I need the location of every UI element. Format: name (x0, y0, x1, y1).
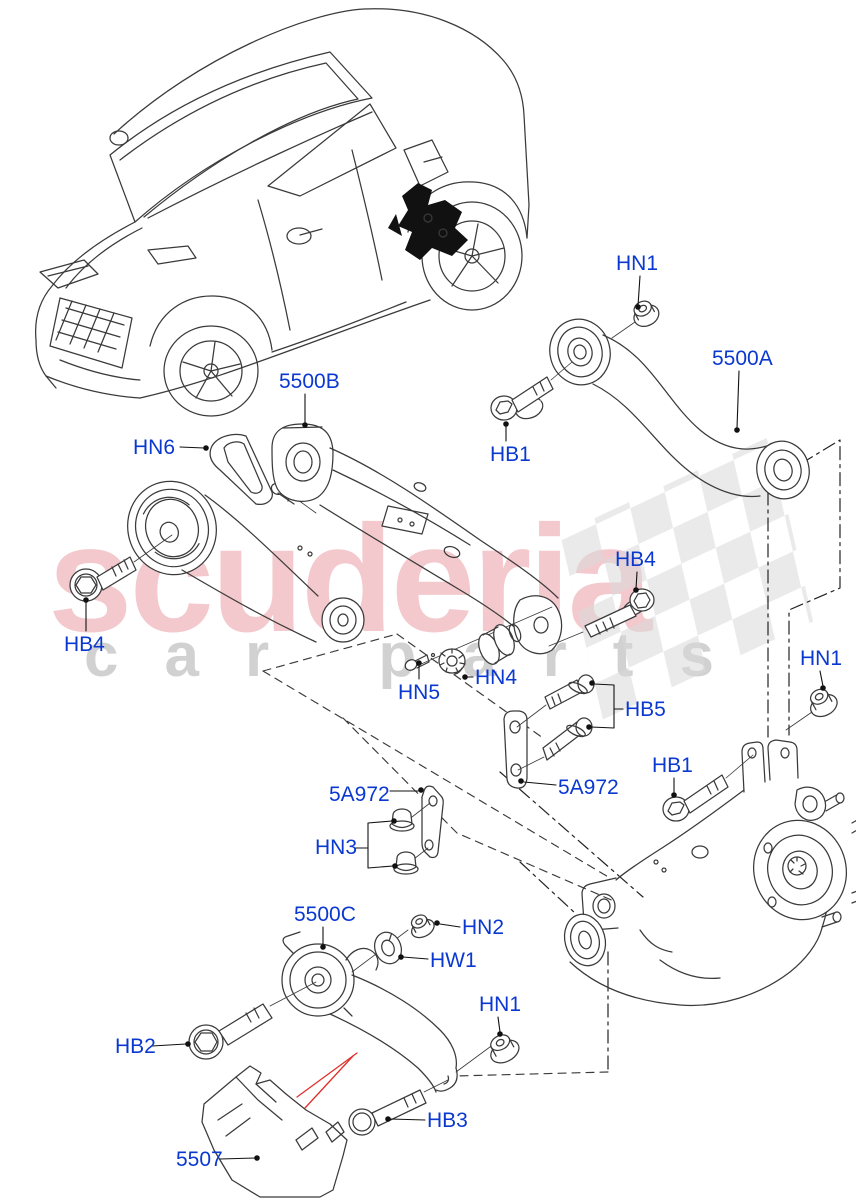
part-label-hn3: HN3 (315, 836, 358, 859)
nut-hn2 (410, 914, 435, 939)
part-label-hn1-bottom: HN1 (479, 993, 522, 1016)
heat-shield-5507 (201, 1065, 348, 1198)
part-label-5a972-left: 5A972 (329, 783, 390, 806)
part-label-hb5: HB5 (625, 698, 666, 721)
lower-arm-5500c (281, 929, 495, 1093)
stud-hn5 (404, 652, 436, 671)
bolt-hb3 (348, 1079, 449, 1136)
part-label-hn1-top: HN1 (616, 252, 659, 275)
nut-hn3-upper (389, 808, 415, 832)
alignment-chain-lines (454, 439, 841, 1077)
vehicle-suspension-location-marker (388, 183, 468, 260)
part-label-5500a: 5500A (712, 347, 773, 370)
alignment-dashed-lines (262, 633, 617, 903)
bolt-hb2 (188, 981, 317, 1060)
wheel-studs (821, 792, 856, 928)
callout-leader-lines (83, 275, 826, 1161)
part-label-5500c: 5500C (294, 903, 356, 926)
nut-hn1-bottom (490, 1034, 520, 1064)
bolt-hb1-top (490, 361, 573, 421)
part-label-hn2: HN2 (462, 916, 505, 939)
bolt-hb4-left (69, 534, 173, 602)
nut-hn1-right (785, 688, 838, 731)
upper-control-arm-5500a (514, 318, 810, 500)
rear-knuckle-hub-assembly (563, 739, 856, 1007)
part-label-hb4-left: HB4 (64, 633, 105, 656)
part-label-hb4-right: HB4 (615, 548, 656, 571)
part-label-hb1-top: HB1 (490, 443, 531, 466)
part-label-hb3: HB3 (427, 1109, 468, 1132)
part-label-5a972-right: 5A972 (558, 776, 619, 799)
bracket-5a972-right (503, 710, 528, 789)
bolt-hb5-lower (517, 717, 593, 771)
part-label-hb1-right: HB1 (652, 754, 693, 777)
nut-hn1-top (633, 300, 660, 328)
part-label-hn1-right: HN1 (800, 647, 843, 670)
bracket-5a972-left (411, 785, 444, 860)
washer-hw1 (373, 931, 403, 965)
part-label-hn6: HN6 (133, 436, 176, 459)
part-label-hn4: HN4 (475, 666, 518, 689)
bolt-hb1-right (662, 754, 754, 822)
part-label-5500b: 5500B (279, 370, 340, 393)
vehicle-illustration (34, 8, 530, 417)
part-label-hb2: HB2 (115, 1035, 156, 1058)
rear-subframe-assembly (127, 423, 563, 655)
checkered-flag-watermark (560, 436, 814, 720)
red-reference-marks (296, 1052, 358, 1109)
part-label-hn5: HN5 (398, 681, 441, 704)
bolt-hb4-right (548, 588, 655, 647)
washer-hn4 (438, 648, 466, 675)
part-label-hw1: HW1 (430, 949, 477, 972)
stabilizer-link-stack (404, 606, 553, 675)
nut-hn3-lower (393, 851, 419, 875)
part-label-5507: 5507 (176, 1148, 223, 1171)
